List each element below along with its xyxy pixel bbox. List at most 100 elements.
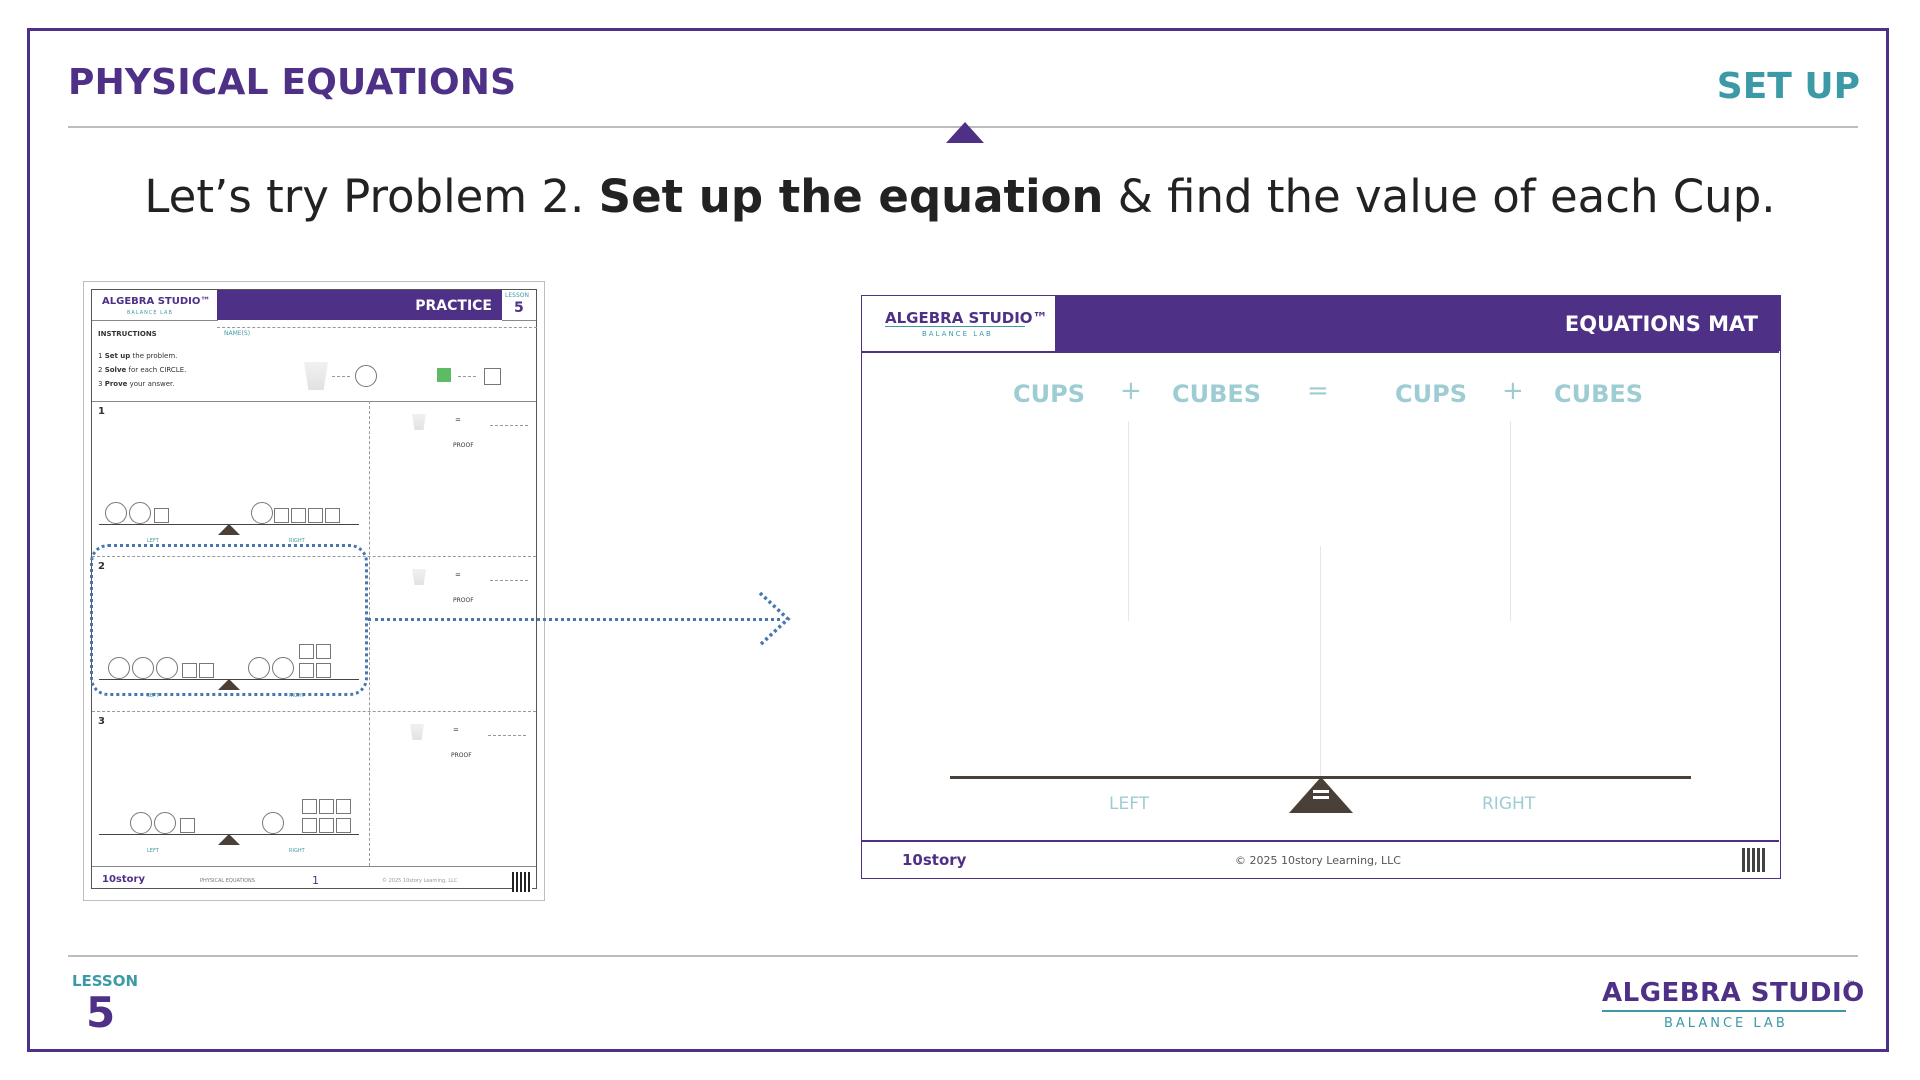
circle-icon <box>355 365 377 387</box>
step-text: for each CIRCLE. <box>126 366 187 374</box>
step-num: 1 <box>98 352 103 360</box>
slide-frame <box>27 28 1889 1052</box>
right-plus-sign: + <box>1502 376 1524 406</box>
name-label: NAME(S) <box>224 330 251 337</box>
practice-worksheet[interactable]: ALGEBRA STUDIO™ BALANCE LAB PRACTICE LES… <box>83 281 545 901</box>
step-text: your answer. <box>127 380 175 388</box>
square-icon <box>199 663 214 678</box>
circle-icon <box>251 502 273 524</box>
left-label: LEFT <box>147 848 159 854</box>
step-bold: Set up <box>104 352 131 360</box>
left-label: LEFT <box>147 538 159 544</box>
worksheet-lesson-box: LESSON 5 <box>502 290 536 321</box>
circle-icon <box>272 657 294 679</box>
brand-trademark: ™ <box>1846 980 1856 991</box>
equations-mat[interactable]: ALGEBRA STUDIO™ BALANCE LAB EQUATIONS MA… <box>861 295 1781 879</box>
proof-label: PROOF <box>453 597 474 604</box>
equals-sign: = <box>455 571 461 579</box>
mat-copyright: © 2025 10story Learning, LLC <box>1235 854 1401 867</box>
step-text: the problem. <box>130 352 178 360</box>
square-icon <box>319 818 334 833</box>
right-column-divider <box>1510 421 1511 621</box>
worksheet-brand-sub: BALANCE LAB <box>127 310 173 316</box>
square-icon <box>154 508 169 523</box>
right-label: RIGHT <box>289 538 305 544</box>
right-cubes-label: CUBES <box>1554 380 1644 408</box>
problem-divider <box>92 711 536 712</box>
triangle-marker-icon <box>946 122 984 143</box>
worksheet-brand: ALGEBRA STUDIO™ <box>102 296 211 307</box>
mat-brand: ALGEBRA STUDIO™ <box>885 309 1048 327</box>
problem-divider <box>92 556 536 557</box>
circle-icon <box>156 657 178 679</box>
mat-header-divider <box>862 351 1779 353</box>
answer-line <box>490 580 528 581</box>
worksheet-logo: ALGEBRA STUDIO™ BALANCE LAB <box>92 290 218 321</box>
square-icon <box>299 644 314 659</box>
equals-sign: = <box>1307 376 1329 406</box>
section-label: SET UP <box>1716 66 1860 107</box>
cup-icon <box>410 724 424 740</box>
step-3: 3 Prove your answer. <box>98 380 174 388</box>
headline-start: Let’s try Problem 2. <box>144 170 599 223</box>
headline: Let’s try Problem 2. Set up the equation… <box>0 170 1920 223</box>
square-icon <box>308 508 323 523</box>
page-title: PHYSICAL EQUATIONS <box>68 62 517 103</box>
arrow-head-icon <box>758 591 791 647</box>
square-icon <box>299 663 314 678</box>
square-icon <box>182 663 197 678</box>
mat-left-label: LEFT <box>1109 794 1150 814</box>
square-icon <box>484 368 501 385</box>
problem-number: 2 <box>98 561 105 572</box>
circle-icon <box>154 812 176 834</box>
instructions-label: INSTRUCTIONS <box>98 330 157 338</box>
step-bold: Solve <box>104 366 127 374</box>
answer-line <box>488 735 526 736</box>
worksheet-lesson-number: 5 <box>514 300 524 316</box>
arrow-line <box>368 618 780 621</box>
name-line <box>217 327 537 328</box>
worksheet-footer-divider <box>92 866 536 867</box>
circle-icon <box>130 812 152 834</box>
lesson-number: 5 <box>86 988 116 1037</box>
brand-underline <box>1602 1010 1846 1012</box>
circle-icon <box>248 657 270 679</box>
brand-logo: ALGEBRA STUDIO <box>1602 978 1865 1008</box>
square-icon <box>274 508 289 523</box>
fulcrum-icon <box>218 834 240 845</box>
right-label: RIGHT <box>289 848 305 854</box>
square-icon <box>302 799 317 814</box>
step-2: 2 Solve for each CIRCLE. <box>98 366 186 374</box>
problem-2-highlight <box>90 544 368 696</box>
square-icon <box>316 663 331 678</box>
square-icon <box>325 508 340 523</box>
circle-icon <box>108 657 130 679</box>
lesson-label: LESSON <box>72 972 139 990</box>
left-cups-label: CUPS <box>1013 380 1085 408</box>
headline-end: & find the value of each Cup. <box>1103 170 1776 223</box>
worksheet-lesson-label: LESSON <box>505 292 529 299</box>
footer-divider <box>68 955 1858 957</box>
square-icon <box>302 818 317 833</box>
square-icon <box>180 818 195 833</box>
left-column-divider <box>1128 421 1129 621</box>
qr-code-icon <box>1742 848 1766 872</box>
worksheet-footer-section: PHYSICAL EQUATIONS <box>200 878 255 884</box>
step-1: 1 Set up the problem. <box>98 352 177 360</box>
equals-sign: = <box>455 416 461 424</box>
cup-icon <box>412 569 426 585</box>
worksheet-column-divider <box>369 401 370 866</box>
worksheet-copyright: © 2025 10story Learning, LLC <box>382 878 458 884</box>
step-bold: Prove <box>104 380 128 388</box>
step-num: 3 <box>98 380 103 388</box>
mat-title: EQUATIONS MAT <box>1564 312 1758 336</box>
worksheet-footer-logo: 10story <box>102 874 145 885</box>
square-icon <box>316 644 331 659</box>
brand-subtitle: BALANCE LAB <box>1664 1016 1788 1031</box>
mat-brand-underline <box>885 326 1025 327</box>
worksheet-title-band: PRACTICE <box>217 290 502 320</box>
headline-bold: Set up the equation <box>598 170 1104 223</box>
qr-code-icon <box>512 872 532 892</box>
circle-icon <box>132 657 154 679</box>
center-divider <box>1320 546 1321 776</box>
